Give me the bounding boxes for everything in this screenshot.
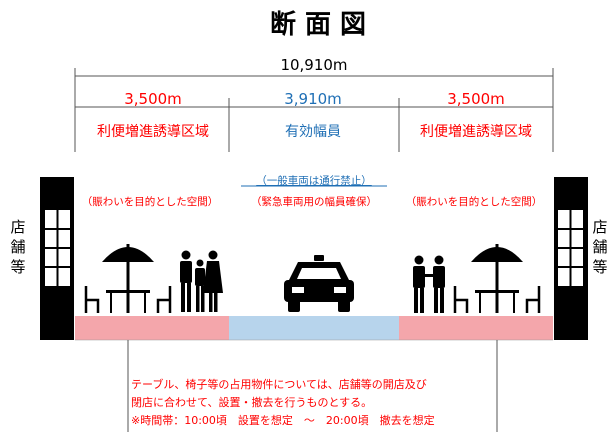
caption-center: （緊急車両用の幅員確保） xyxy=(251,195,377,208)
shop-label-left: 店 舗 等 xyxy=(10,218,25,276)
footnote-line-1: テーブル、椅子等の占用物件については、店舗等の開店及び xyxy=(131,377,427,391)
section-label-right: 利便増進誘導区域 xyxy=(420,124,532,140)
caption-left: （賑わいを目的とした空間） xyxy=(82,195,219,208)
total-width-label: 10,910m xyxy=(280,56,347,74)
center-note: （一般車両は通行禁止） xyxy=(256,174,372,187)
footnote: テーブル、椅子等の占用物件については、店舗等の開店及び 閉店に合わせて、設置・撤… xyxy=(131,377,435,427)
caption-right: （賑わいを目的とした空間） xyxy=(406,195,543,208)
svg-text:等: 等 xyxy=(592,258,607,276)
ground-left xyxy=(75,316,229,340)
section-dimensions xyxy=(75,98,553,152)
building-left xyxy=(40,177,74,340)
building-right xyxy=(554,177,588,340)
people-icon xyxy=(413,255,445,313)
ground-right xyxy=(399,316,553,340)
svg-text:店: 店 xyxy=(10,218,25,236)
section-width-right: 3,500m xyxy=(447,90,505,108)
section-label-center: 有効幅員 xyxy=(285,124,341,140)
ground-center xyxy=(229,316,399,340)
svg-text:店: 店 xyxy=(592,218,607,236)
section-width-center: 3,910m xyxy=(284,90,342,108)
parasol-table-icon xyxy=(453,244,541,313)
shop-label-right: 店 舗 等 xyxy=(592,218,607,276)
people-icon xyxy=(180,250,223,312)
svg-text:舗: 舗 xyxy=(10,238,25,256)
section-label-left: 利便増進誘導区域 xyxy=(97,124,209,140)
car-icon xyxy=(284,255,354,312)
diagram-title: 断 面 図 xyxy=(270,9,366,40)
footnote-line-2: 閉店に合わせて、設置・撤去を行うものとする。 xyxy=(131,395,372,409)
section-width-left: 3,500m xyxy=(124,90,182,108)
svg-text:等: 等 xyxy=(10,258,25,276)
svg-text:舗: 舗 xyxy=(592,238,607,256)
total-dimension xyxy=(74,68,554,152)
footnote-line-3: ※時間帯：10:00頃 設置を想定 ～ 20:00頃 撤去を想定 xyxy=(131,413,435,427)
parasol-table-icon xyxy=(84,244,172,313)
